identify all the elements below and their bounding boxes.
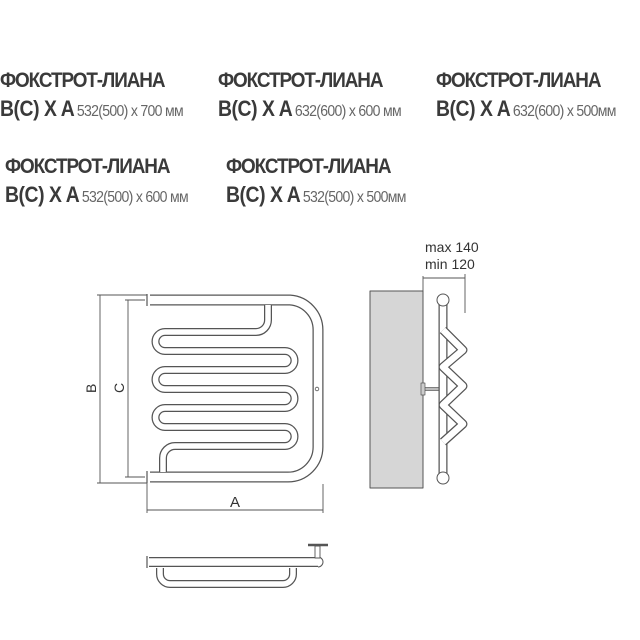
dimension-c-label: C xyxy=(111,383,127,393)
dimension-lines xyxy=(97,294,324,513)
model-title: ФОКСТРОТ-ЛИАНА xyxy=(226,155,392,178)
front-view xyxy=(146,294,324,483)
offset-min-label: min 120 xyxy=(425,256,475,272)
dimension-label: B(C) X A xyxy=(0,96,75,121)
model-title: ФОКСТРОТ-ЛИАНА xyxy=(218,69,383,92)
model-size: 632(600) x 500мм xyxy=(512,103,617,120)
model-size: 532(500) x 500мм xyxy=(302,189,407,206)
model-size: 532(500) x 600 мм xyxy=(81,189,189,206)
top-view xyxy=(146,543,328,588)
dimension-label: B(C) X A xyxy=(436,96,511,121)
wall xyxy=(369,290,424,489)
model-size: 632(600) x 600 мм xyxy=(294,103,402,120)
dimension-label: B(C) X A xyxy=(218,96,293,121)
dimension-a-label: A xyxy=(230,494,240,511)
side-view xyxy=(369,274,468,489)
dimension-b-label: B xyxy=(83,384,99,393)
offset-max-label: max 140 xyxy=(425,239,479,255)
model-size: 532(500) x 700 мм xyxy=(76,103,184,120)
dimension-label: B(C) X A xyxy=(5,182,80,207)
model-title: ФОКСТРОТ-ЛИАНА xyxy=(0,69,165,92)
dimension-label: B(C) X A xyxy=(226,182,301,207)
model-title: ФОКСТРОТ-ЛИАНА xyxy=(5,155,170,178)
model-title: ФОКСТРОТ-ЛИАНА xyxy=(436,69,602,92)
